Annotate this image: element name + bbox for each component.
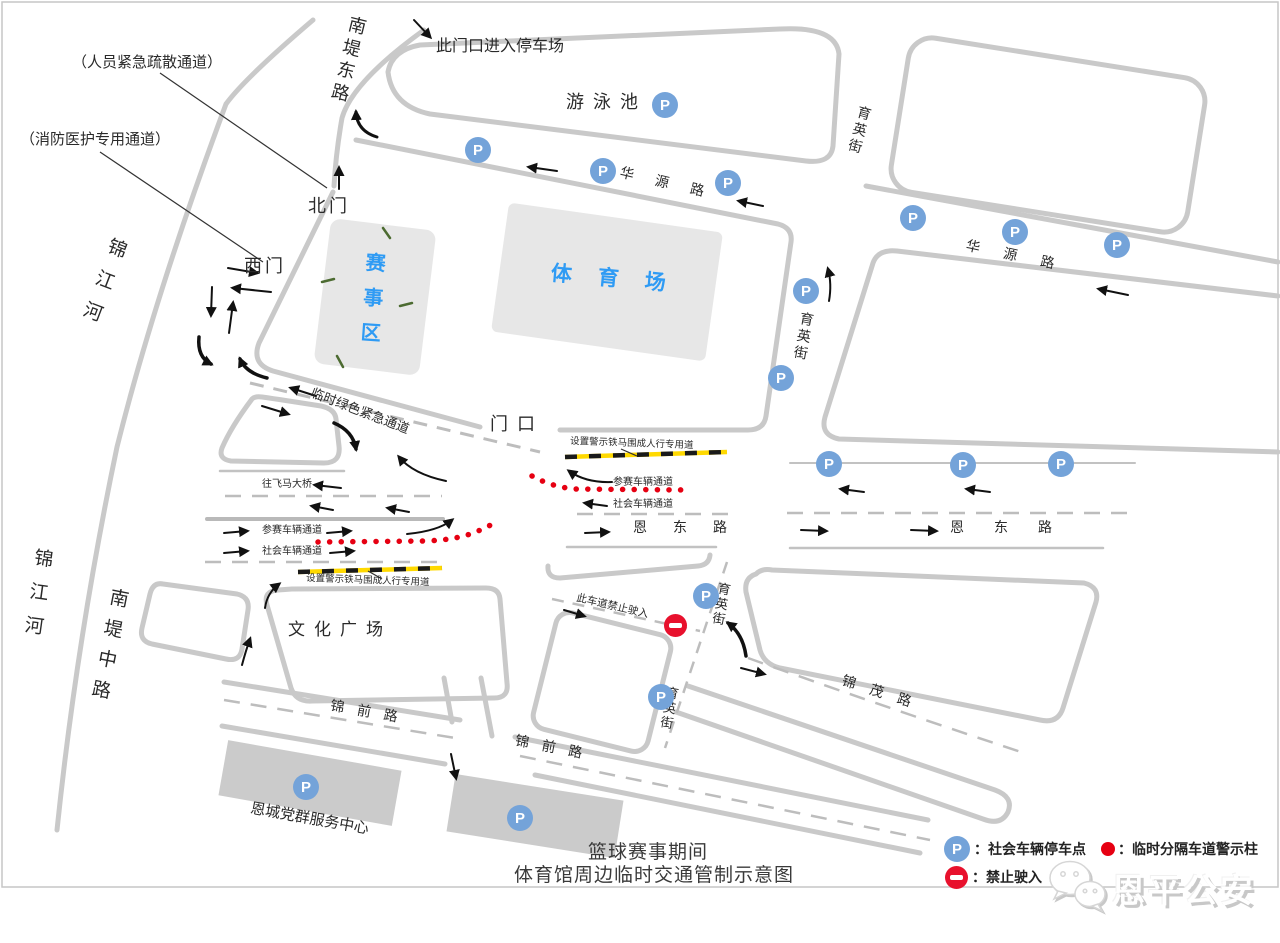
legend-warning-post-label: ：临时分隔车道警示柱 bbox=[1118, 841, 1258, 857]
arrows-layer bbox=[197, 19, 1129, 781]
parking-icon: P bbox=[507, 805, 533, 831]
parking-letter: P bbox=[597, 162, 608, 180]
label-endong-road-west: 恩东路 bbox=[633, 519, 753, 535]
map-title-line1: 篮球赛事期间 bbox=[588, 842, 709, 863]
parking-letter: P bbox=[957, 456, 968, 474]
barrier-lines bbox=[297, 449, 728, 575]
parking-letter: P bbox=[655, 688, 666, 706]
label-west-gate: 西门 bbox=[244, 256, 286, 276]
parking-letter: P bbox=[1111, 236, 1122, 254]
parking-icon: P bbox=[900, 205, 926, 231]
parking-icon: P bbox=[648, 684, 674, 710]
warning-post-dots bbox=[315, 473, 691, 545]
parking-letter: P bbox=[1009, 223, 1020, 241]
map-frame bbox=[1, 1, 1279, 888]
filled-blocks bbox=[218, 203, 723, 858]
label-participant-lane-west: 参赛车辆通道 bbox=[262, 525, 322, 536]
parking-letter: P bbox=[472, 141, 483, 159]
legend-parking-letter: P bbox=[951, 840, 962, 858]
event-zone-block bbox=[314, 219, 436, 375]
parking-icon: P bbox=[1048, 451, 1074, 477]
leader-lines bbox=[99, 72, 638, 580]
parking-building bbox=[446, 774, 624, 858]
parking-icon: P bbox=[1002, 219, 1028, 245]
map-title-line2: 体育馆周边临时交通管制示意图 bbox=[514, 865, 795, 886]
parking-icon: P bbox=[590, 158, 616, 184]
parking-letter: P bbox=[514, 809, 525, 827]
parking-letter: P bbox=[800, 282, 811, 300]
parking-letter: P bbox=[1055, 455, 1066, 473]
label-swimming-pool: 游泳池 bbox=[566, 92, 647, 112]
label-endong-road-east: 恩东路 bbox=[950, 519, 1082, 535]
parking-icon: P bbox=[465, 137, 491, 163]
label-enter-parking: 此门口进入停车场 bbox=[436, 38, 565, 55]
label-fire-channel: （消防医护专用通道） bbox=[20, 131, 171, 148]
parking-icon: P bbox=[768, 365, 794, 391]
parking-letter: P bbox=[300, 778, 311, 796]
label-evac-channel: （人员紧急疏散通道） bbox=[72, 54, 223, 71]
parking-icon: P bbox=[1104, 232, 1130, 258]
legend-parking-icon: P bbox=[944, 836, 970, 862]
parking-icon: P bbox=[950, 452, 976, 478]
stadium-block bbox=[491, 203, 723, 361]
parking-letter: P bbox=[722, 174, 733, 192]
parking-icon: P bbox=[816, 451, 842, 477]
label-culture-plaza: 文化广场 bbox=[288, 620, 392, 639]
legend-no-entry-icon bbox=[945, 866, 968, 889]
label-feima-bridge: 往飞马大桥 bbox=[262, 479, 312, 490]
label-north-gate: 北门 bbox=[308, 196, 350, 216]
parking-letter: P bbox=[775, 369, 786, 387]
lane-lines-solid bbox=[205, 462, 1136, 550]
label-gate: 门口 bbox=[490, 414, 544, 434]
parking-icon: P bbox=[652, 92, 678, 118]
parking-letter: P bbox=[659, 96, 670, 114]
event-zone-ticks bbox=[320, 226, 414, 369]
parking-letter: P bbox=[700, 587, 711, 605]
roads-layer bbox=[54, 17, 1280, 856]
label-participant-lane-east: 参赛车辆通道 bbox=[613, 477, 673, 488]
no-entry-icon bbox=[664, 614, 687, 637]
legend-parking-label: ：社会车辆停车点 bbox=[974, 841, 1086, 857]
parking-letter: P bbox=[823, 455, 834, 473]
parking-icon: P bbox=[293, 774, 319, 800]
wechat-icon bbox=[1049, 860, 1106, 913]
label-public-lane-west: 社会车辆通道 bbox=[262, 546, 322, 557]
parking-icon: P bbox=[793, 278, 819, 304]
legend-no-entry-label: ：禁止驶入 bbox=[972, 869, 1042, 885]
label-public-lane-east: 社会车辆通道 bbox=[613, 499, 673, 510]
parking-icon: P bbox=[693, 583, 719, 609]
legend-warning-post-icon bbox=[1101, 842, 1115, 856]
parking-icon: P bbox=[715, 170, 741, 196]
parking-letter: P bbox=[907, 209, 918, 227]
watermark-text: 恩平公安 bbox=[1112, 872, 1256, 909]
